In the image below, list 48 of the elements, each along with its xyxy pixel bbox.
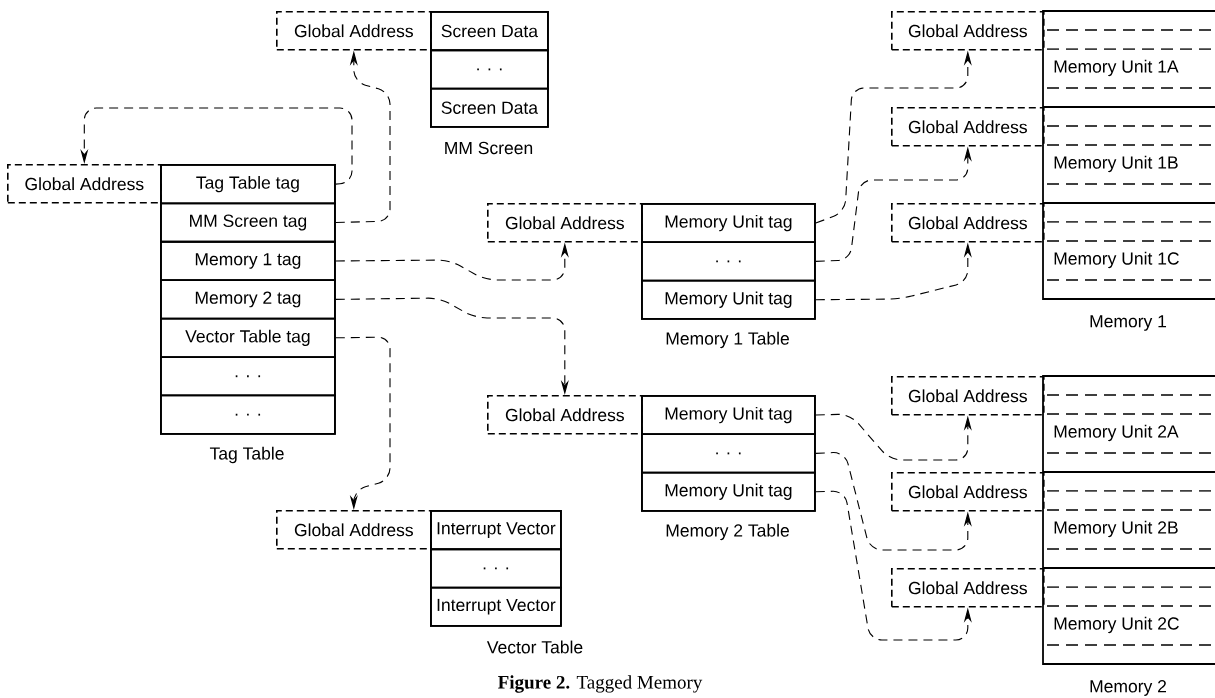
table-cell: Memory Unit tag xyxy=(641,471,816,512)
address-box: Global Address xyxy=(276,510,432,550)
memory-unit: Memory Unit 1A xyxy=(1046,29,1215,89)
table-cell: . . . xyxy=(641,433,816,474)
table-cell: . . . xyxy=(160,356,336,397)
table-cell: . . . xyxy=(430,548,562,589)
memory-unit: Memory Unit 2A xyxy=(1046,394,1215,454)
table-cell: Memory Unit tag xyxy=(641,203,816,244)
table-cell: Memory 1 tag xyxy=(160,240,336,282)
table-cell: . . . xyxy=(641,241,816,282)
table-cell: MM Screen tag xyxy=(160,202,336,243)
figure-caption: Figure 2. Tagged Memory xyxy=(498,675,703,693)
address-box: Global Address xyxy=(891,107,1045,147)
table-cell: . . . xyxy=(160,394,336,435)
memory-unit: Memory Unit 1B xyxy=(1042,106,1215,185)
table-caption: MM Screen xyxy=(445,141,533,155)
table-caption: Memory 1 Table xyxy=(666,331,789,349)
table-cell: Memory Unit tag xyxy=(641,395,816,436)
address-box: Global Address xyxy=(487,203,643,243)
arrow xyxy=(80,107,353,185)
table-cell: Screen Data xyxy=(430,87,549,128)
table-cell: Interrupt Vector xyxy=(430,586,562,627)
table-cell: . . . xyxy=(430,49,549,90)
table-caption: Vector Table xyxy=(486,640,583,654)
table-caption: Memory 2 Table xyxy=(666,523,789,541)
arrow xyxy=(815,413,972,461)
address-box: Global Address xyxy=(7,164,162,204)
address-box: Global Address xyxy=(891,568,1045,608)
address-box: Global Address xyxy=(276,11,432,51)
address-box: Global Address xyxy=(487,395,643,435)
memory-unit: Memory Unit 1C xyxy=(1042,202,1215,281)
table-caption: Tag Table xyxy=(209,446,284,464)
memory-caption: Memory 1 xyxy=(1090,315,1166,331)
memory-unit: Memory Unit 2C xyxy=(1042,567,1215,646)
arrow xyxy=(815,490,972,641)
table-cell: Interrupt Vector xyxy=(430,510,562,551)
memory-caption: Memory 2 xyxy=(1090,680,1166,696)
address-box: Global Address xyxy=(891,203,1045,243)
memory-unit: Memory Unit 2B xyxy=(1042,471,1215,550)
address-box: Global Address xyxy=(891,376,1045,416)
table-cell: Memory 2 tag xyxy=(160,279,336,320)
table-cell: Memory Unit tag xyxy=(641,279,816,320)
table-cell: Vector Table tag xyxy=(160,317,336,358)
address-box: Global Address xyxy=(891,472,1045,512)
arrow xyxy=(815,452,972,551)
table-cell: Screen Data xyxy=(430,11,549,52)
address-box: Global Address xyxy=(891,11,1045,51)
table-cell: Tag Table tag xyxy=(160,164,336,205)
